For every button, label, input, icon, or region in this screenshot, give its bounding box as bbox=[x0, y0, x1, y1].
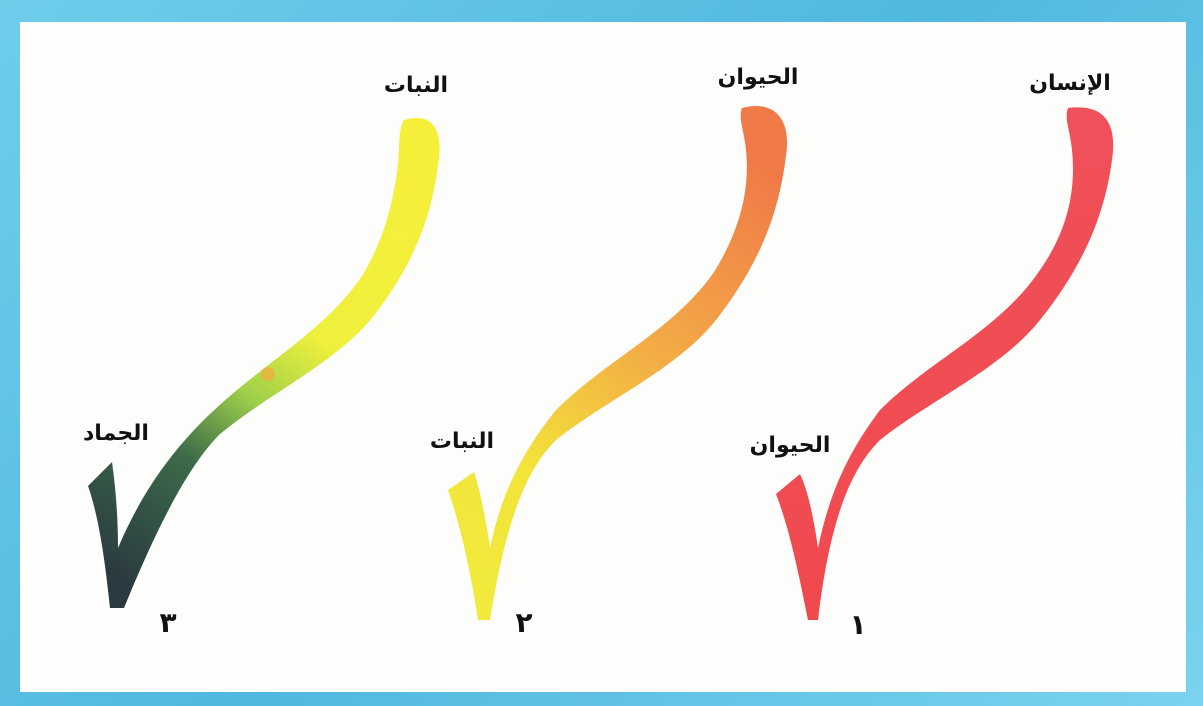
panel-number-3: ٣ bbox=[159, 606, 176, 639]
bottom-label-3: الجماد bbox=[83, 421, 149, 446]
stroke-2 bbox=[448, 106, 787, 620]
top-label-3: النبات bbox=[384, 73, 448, 98]
stroke-1 bbox=[776, 107, 1113, 620]
bottom-label-1: الحيوان bbox=[750, 433, 831, 458]
top-label-1: الإنسان bbox=[1029, 71, 1111, 96]
panel-number-1: ١ bbox=[849, 608, 866, 641]
bottom-label-2: النبات bbox=[430, 429, 494, 454]
stroke-3 bbox=[88, 118, 440, 608]
panel-number-2: ٢ bbox=[515, 606, 532, 639]
stroke-3-dot bbox=[261, 367, 275, 381]
top-label-2: الحيوان bbox=[718, 65, 799, 90]
